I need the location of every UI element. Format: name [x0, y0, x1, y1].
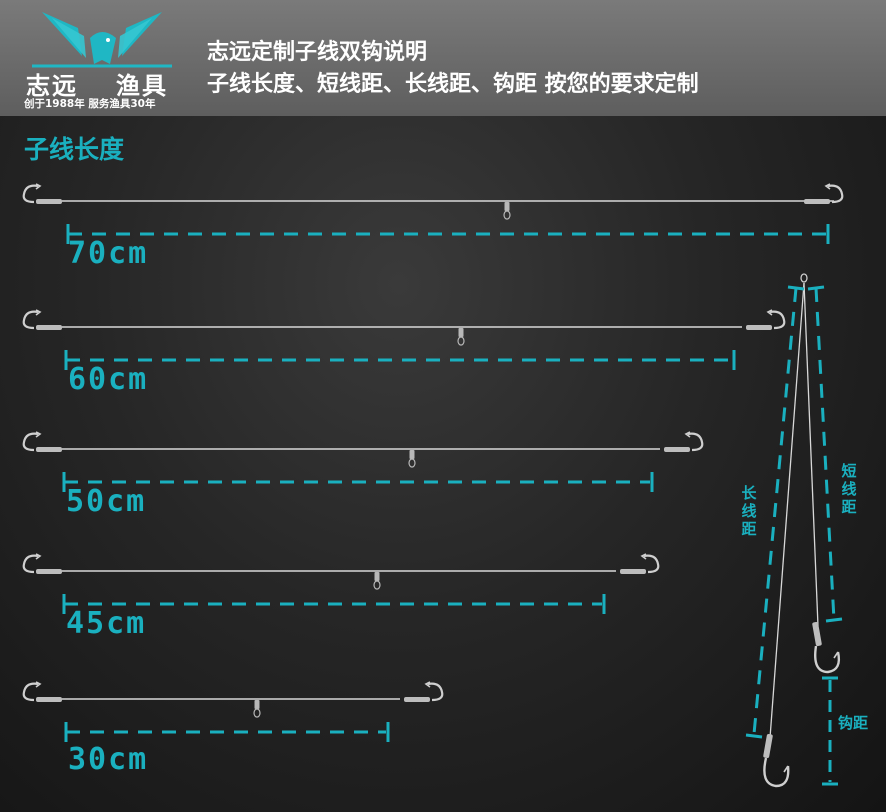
long-line-measure	[752, 287, 798, 735]
page-subtitle: 子线长度、短线距、长线距、钩距 按您的要求定制	[207, 72, 699, 97]
fishing-hook-icon	[812, 621, 841, 674]
rig-30cm	[22, 680, 444, 742]
long-line-label: 长线距	[741, 484, 757, 538]
short-line-label: 短线距	[841, 462, 857, 516]
fishing-hook-icon	[402, 680, 444, 704]
header-banner: 志远 渔具 创于1988年 服务渔具30年 志远定制子线双钩说明 子线长度、短线…	[0, 0, 886, 116]
double-hook-diagram	[745, 273, 843, 788]
brand-name-left: 志远	[26, 72, 78, 100]
fishing-hook-icon	[744, 308, 786, 332]
fishing-hook-icon	[22, 182, 64, 206]
swivel-icon	[253, 699, 261, 718]
page-title: 志远定制子线双钩说明	[207, 40, 428, 65]
brand-slogan: 创于1988年 服务渔具30年	[24, 98, 156, 110]
fishing-hook-icon	[763, 733, 790, 788]
brand-logo: 志远 渔具 创于1988年 服务渔具30年	[22, 8, 182, 112]
rig-50cm	[22, 430, 704, 492]
measure-tick	[787, 285, 805, 291]
fishing-hook-icon	[22, 430, 64, 454]
length-label-30: 30cm	[68, 742, 149, 777]
short-line-measure	[814, 287, 836, 621]
short-line	[803, 282, 819, 627]
fishing-hook-icon	[22, 308, 64, 332]
swivel-icon	[373, 571, 381, 590]
measure-tick	[825, 617, 843, 623]
swivel-icon	[408, 449, 416, 468]
eagle-wings-icon	[32, 12, 172, 68]
fishing-hook-icon	[22, 680, 64, 704]
brand-name-right: 渔具	[116, 72, 168, 100]
fishing-hook-icon	[802, 182, 844, 206]
swivel-icon	[503, 201, 511, 220]
section-title: 子线长度	[24, 135, 125, 164]
length-label-50: 50cm	[66, 484, 147, 519]
fishing-hook-icon	[22, 552, 64, 576]
length-label-60: 60cm	[68, 362, 149, 397]
length-label-70: 70cm	[68, 236, 149, 271]
long-line	[769, 282, 805, 739]
length-label-45: 45cm	[66, 606, 147, 641]
swivel-icon	[800, 273, 808, 283]
rig-70cm	[22, 182, 844, 244]
fishing-hook-icon	[662, 430, 704, 454]
rig-60cm	[22, 308, 786, 370]
fishing-hook-icon	[618, 552, 660, 576]
swivel-icon	[457, 327, 465, 346]
hook-distance-label: 钩距	[838, 714, 869, 732]
rig-45cm	[22, 552, 660, 614]
measure-tick	[807, 285, 825, 291]
measure-tick	[745, 733, 763, 739]
